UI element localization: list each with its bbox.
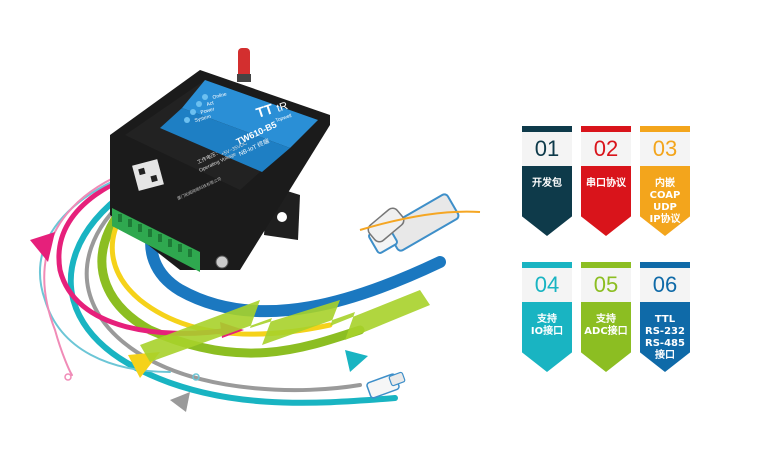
led-label-online: Online xyxy=(212,91,228,101)
feature-badge-06: 06 TTL RS-232 RS-485 接口 xyxy=(640,262,690,372)
led-online xyxy=(202,94,208,100)
feature-label: 串口协议 xyxy=(586,178,626,189)
feature-body: 开发包 xyxy=(522,166,572,236)
serial-connector xyxy=(367,207,405,243)
dot-end xyxy=(192,373,200,381)
dot-end xyxy=(64,373,72,381)
feature-body: 内嵌COAP UDP IP协议 xyxy=(640,166,690,236)
zigzag-green-arrow xyxy=(140,290,430,362)
feature-number: 06 xyxy=(640,262,690,302)
feature-badge-02: 02 串口协议 xyxy=(581,126,631,236)
qr-code xyxy=(132,159,164,191)
brand-sub: Topwell xyxy=(275,113,293,124)
feature-label: 支持 IO接口 xyxy=(530,314,564,337)
orange-swoosh-right xyxy=(359,210,481,231)
led-label-act: Act xyxy=(206,100,215,108)
feature-label: 内嵌COAP UDP IP协议 xyxy=(649,178,681,225)
led-system xyxy=(184,117,190,123)
terminal-block xyxy=(112,208,200,272)
device xyxy=(110,48,330,272)
led-act xyxy=(196,101,202,107)
feature-number: 01 xyxy=(522,126,572,166)
feature-body: 支持 ADC接口 xyxy=(581,302,631,372)
feature-badge-05: 05 支持 ADC接口 xyxy=(581,262,631,372)
feature-number: 02 xyxy=(581,126,631,166)
antenna xyxy=(238,48,250,78)
feature-body: TTL RS-232 RS-485 接口 xyxy=(640,302,690,372)
front-port xyxy=(215,255,229,269)
feature-number: 03 xyxy=(640,126,690,166)
device-blue-panel xyxy=(182,80,318,148)
feature-number: 04 xyxy=(522,262,572,302)
led-power xyxy=(190,109,196,115)
feature-badge-01: 01 开发包 xyxy=(522,126,572,236)
feature-label: 支持 ADC接口 xyxy=(584,314,628,337)
led-label-system: System xyxy=(194,114,212,124)
arrow-head-gray xyxy=(170,392,190,412)
feature-badge-04: 04 支持 IO接口 xyxy=(522,262,572,372)
feature-number: 05 xyxy=(581,262,631,302)
arrow-head-magenta xyxy=(30,232,55,262)
feature-badge-03: 03 内嵌COAP UDP IP协议 xyxy=(640,126,690,236)
bottom-connector xyxy=(366,371,406,399)
feature-label: 开发包 xyxy=(532,178,562,189)
brand-mark: TT xyxy=(254,100,276,121)
feature-label: TTL RS-232 RS-485 接口 xyxy=(645,314,685,361)
feature-body: 支持 IO接口 xyxy=(522,302,572,372)
feature-body: 串口协议 xyxy=(581,166,631,236)
brand-text: tR xyxy=(275,100,289,115)
led-label-power: Power xyxy=(200,106,216,116)
product-illustration: TT tR Topwell TW610-B5 NB-IoT 终端 工作电压： +… xyxy=(30,48,481,412)
arrow-head-cyan xyxy=(345,350,368,372)
